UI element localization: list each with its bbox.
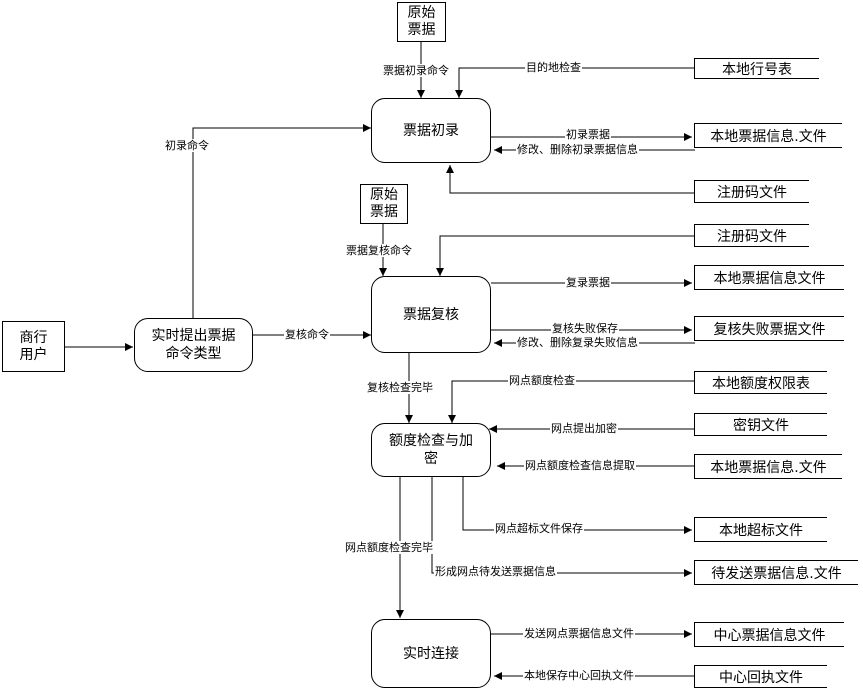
edge-form-pending-info: [431, 477, 692, 577]
store-local-limit-table: 本地额度权限表: [694, 371, 827, 394]
store-key-file: 密钥文件: [694, 413, 827, 436]
label-send-branch-info: 发送网点票据信息文件: [523, 627, 635, 640]
store-pending-send: 待发送票据信息.文件: [694, 560, 858, 585]
process-command-type: 实时提出票据 命令类型: [134, 318, 253, 372]
bank-user-entity: 商行 用户: [2, 321, 65, 372]
store-local-bank-code: 本地行号表: [694, 58, 819, 79]
store-local-ticket-info-2: 本地票据信息文件: [694, 265, 844, 290]
process-realtime-connect: 实时连接: [371, 619, 491, 688]
store-local-ticket-info-1: 本地票据信息.文件: [694, 123, 842, 148]
edge-branch-limit-check: [448, 380, 695, 423]
process-initial-entry: 票据初录: [371, 98, 491, 163]
label-review-check-done: 复核检查完毕: [366, 381, 434, 394]
label-review-command: 复核命令: [284, 328, 330, 341]
label-branch-limit-info-fetch: 网点额度检查信息提取: [524, 459, 636, 472]
label-ticket-initial-command: 票据初录命令: [382, 64, 450, 77]
edge-registration-code-2: [436, 235, 695, 276]
store-local-over-limit: 本地超标文件: [694, 517, 827, 542]
store-registration-code-1: 注册码文件: [694, 180, 809, 203]
label-branch-limit-check: 网点额度检查: [508, 374, 576, 387]
label-form-pending-info: 形成网点待发送票据信息: [434, 565, 557, 578]
edge-destination-check: [455, 67, 695, 98]
label-save-center-receipt: 本地保存中心回执文件: [523, 669, 635, 682]
label-review-ticket: 复录票据: [565, 276, 611, 289]
store-center-receipt: 中心回执文件: [694, 665, 827, 688]
original-ticket-entity-2: 原始 票据: [360, 184, 408, 224]
label-ticket-review-command: 票据复核命令: [345, 244, 413, 257]
label-review-fail-save: 复核失败保存: [551, 322, 619, 335]
label-modify-delete-initial: 修改、删除初录票据信息: [516, 143, 639, 156]
edge-initial-command: [192, 124, 371, 320]
original-ticket-entity-1: 原始 票据: [397, 2, 446, 42]
store-review-failed: 复核失败票据文件: [694, 316, 844, 341]
process-review: 票据复核: [371, 276, 491, 353]
label-branch-limit-done: 网点额度检查完毕: [344, 541, 434, 554]
edge-registration-code-1: [446, 165, 695, 194]
label-branch-encrypt: 网点提出加密: [550, 422, 618, 435]
store-local-ticket-info-3: 本地票据信息.文件: [694, 454, 842, 479]
store-registration-code-2: 注册码文件: [694, 224, 809, 247]
label-modify-delete-review: 修改、删除复录失败信息: [516, 336, 639, 349]
store-center-ticket-info: 中心票据信息文件: [694, 622, 844, 647]
label-initial-ticket: 初录票据: [565, 128, 611, 141]
process-limit-check: 额度检查与加 密: [371, 423, 491, 477]
label-initial-command: 初录命令: [164, 139, 210, 152]
edge-branch-over-limit-save: [462, 477, 692, 534]
label-branch-over-limit-save: 网点超标文件保存: [494, 522, 584, 535]
label-destination-check: 目的地检查: [525, 61, 582, 74]
